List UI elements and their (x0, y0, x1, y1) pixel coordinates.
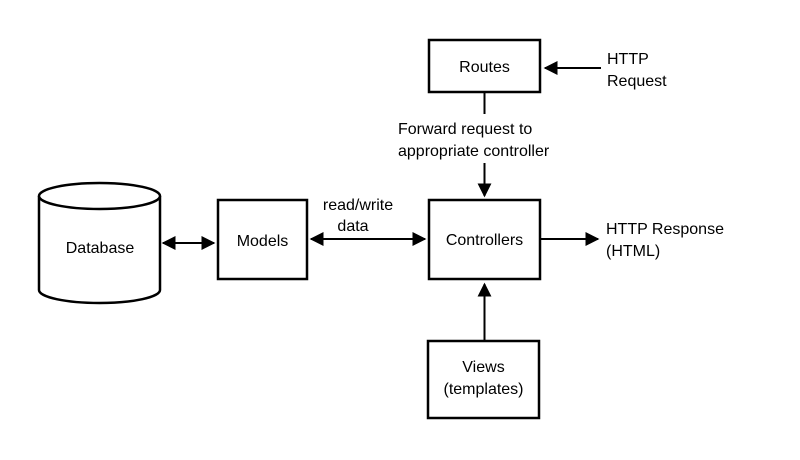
routes-label: Routes (459, 59, 510, 76)
read-write-label-line2: data (337, 218, 368, 235)
forward-request-label-line1: Forward request to (398, 121, 532, 138)
views-node: Views (templates) (426, 339, 541, 420)
http-request-label-line1: HTTP (607, 51, 649, 68)
models-box (216, 198, 309, 281)
forward-request-label-line2: appropriate controller (398, 143, 550, 160)
controllers-box (427, 198, 542, 281)
views-sublabel: (templates) (443, 381, 523, 398)
models-label: Models (237, 233, 289, 250)
routes-box (427, 38, 542, 94)
views-box (426, 339, 541, 420)
controllers-label: Controllers (446, 232, 523, 249)
controllers-node: Controllers (427, 198, 542, 281)
database-node: Database (37, 181, 162, 305)
database-cylinder-top (37, 181, 162, 211)
database-cylinder-body (37, 196, 162, 305)
http-request-label-line2: Request (607, 73, 667, 90)
views-label: Views (462, 359, 504, 376)
http-response-label-line2: (HTML) (606, 243, 660, 260)
edge-labels: HTTP Request Forward request to appropri… (323, 51, 724, 260)
read-write-label-line1: read/write (323, 197, 393, 214)
http-response-label-line1: HTTP Response (606, 221, 724, 238)
edges (161, 61, 601, 340)
database-label: Database (66, 240, 135, 257)
models-node: Models (216, 198, 309, 281)
routes-node: Routes (427, 38, 542, 94)
